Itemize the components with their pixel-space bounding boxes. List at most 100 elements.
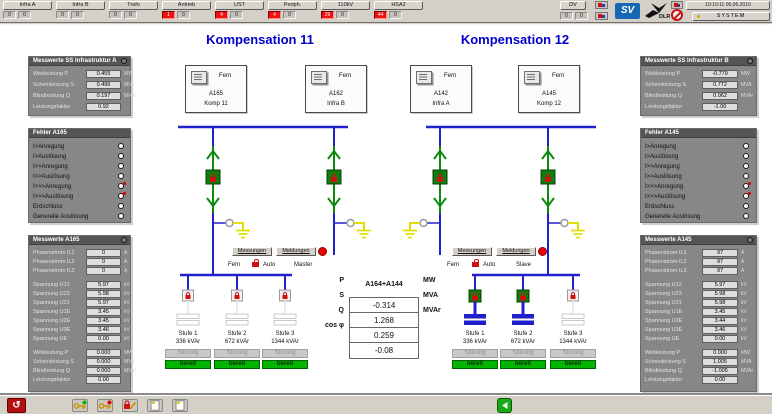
alarm-count-box: 0 <box>283 11 296 19</box>
fault-led-icon <box>118 182 126 189</box>
alarm-count-box: 44 <box>374 11 387 19</box>
plant-tab-button[interactable]: UST <box>215 1 264 10</box>
feeder-box-a162[interactable]: Fern A162 Infra B <box>305 65 367 113</box>
plant-tab-button[interactable]: Trafo <box>109 1 158 10</box>
alarm-count-box: 0 <box>177 11 190 19</box>
dv-button[interactable]: DV <box>560 1 586 10</box>
plant-tab-button[interactable]: HSA2 <box>374 1 423 10</box>
measurement-label: Spannung U12 <box>33 282 70 288</box>
fault-row: Erdschluss <box>29 203 130 213</box>
plant-tab-button[interactable]: Infra B <box>56 1 105 10</box>
fault-led-icon <box>743 192 751 199</box>
breaker-switch[interactable] <box>540 169 556 185</box>
stufe-power: 672 kVAr <box>510 339 536 345</box>
system-button[interactable]: SYSTEM <box>692 12 770 21</box>
page-back-icon[interactable] <box>497 398 512 413</box>
plant-tab-cell: Periph. 4 0 <box>268 1 319 19</box>
fault-label: I>>Auslösung <box>645 174 682 180</box>
fault-row: I>Auslösung <box>29 153 130 163</box>
measurement-unit: A <box>124 268 128 274</box>
measurement-label: Scheinleistung S <box>33 359 74 365</box>
plant-tab-button[interactable]: 110kV <box>321 1 370 10</box>
measurement-row: Phasenstrom IL3 97 A <box>641 267 756 276</box>
feeder-box-a165[interactable]: Fern A165 Komp 11 <box>185 65 247 113</box>
measurement-unit: kV <box>741 282 747 288</box>
capacitor-switch[interactable] <box>279 289 291 302</box>
bereit-indicator: bereit <box>550 360 596 369</box>
earth-disconnector[interactable] <box>225 218 234 228</box>
earth-disconnector[interactable] <box>560 218 569 228</box>
fault-led-icon <box>743 182 751 189</box>
measurement-label: Scheinleistung S <box>645 359 686 365</box>
measurement-value: 3.46 <box>702 326 738 334</box>
feeder-id: A165 <box>208 91 223 97</box>
panel-header: Messwerte SS Infrastruktur B <box>641 57 756 66</box>
measurement-label: Phasenstrom IL3 <box>33 268 75 274</box>
alarm-status-icon[interactable] <box>595 1 608 9</box>
measurement-unit: MVAr <box>741 368 754 374</box>
fault-label: Generelle Auslösung <box>33 214 89 220</box>
alarm-counters: 0 0 <box>109 11 160 19</box>
earth-disconnector[interactable] <box>419 218 428 228</box>
plant-tab-button[interactable]: Antrieb <box>162 1 211 10</box>
panel-title: Messwerte A145 <box>645 237 692 243</box>
logout-icon[interactable]: ↺ <box>7 398 26 413</box>
measurement-value: 0.455 <box>86 70 121 78</box>
earth-disconnector[interactable] <box>346 218 355 228</box>
stufe-block: Stufe 3 1344 kVAr Störung bereit <box>257 330 313 369</box>
feeder-a145 <box>540 127 585 275</box>
messungen-button-komp11[interactable]: Messungen <box>232 247 272 256</box>
sv-logo: SV <box>615 3 640 19</box>
lock-edit-icon[interactable] <box>122 399 138 412</box>
messungen-button-komp12[interactable]: Messungen <box>452 247 492 256</box>
key-red-icon[interactable] <box>97 399 113 412</box>
plant-tab-button[interactable]: Periph. <box>268 1 317 10</box>
bereit-indicator: bereit <box>262 360 308 369</box>
fault-led-icon <box>743 143 749 149</box>
measurement-unit: MVA <box>741 82 752 88</box>
measurement-unit: kV <box>124 282 130 288</box>
measurement-unit: A <box>741 250 745 256</box>
breaker-switch[interactable] <box>205 169 221 185</box>
measurement-row: Blindleistung Q 0.000 MVAr <box>29 367 136 376</box>
page-icon[interactable] <box>147 399 163 412</box>
section-title-komp11: Kompensation 11 <box>206 32 314 47</box>
fault-row: I>Anregung <box>29 143 130 153</box>
capacitor-switch[interactable] <box>231 289 243 302</box>
measurement-row: Leistungsfaktor 0.00 <box>29 376 130 385</box>
key-green-icon[interactable] <box>72 399 88 412</box>
capacitor-symbol <box>273 313 297 319</box>
capacitor-switch[interactable] <box>516 289 530 303</box>
measurement-unit: MVA <box>124 359 135 365</box>
measurement-unit: kV <box>741 336 747 342</box>
section-title-komp12: Kompensation 12 <box>460 32 570 47</box>
feeder-box-a145[interactable]: Fern A145 Komp 12 <box>518 65 580 113</box>
panel-led-icon <box>747 58 753 64</box>
breaker-switch[interactable] <box>432 169 448 185</box>
capacitor-switch[interactable] <box>567 289 579 302</box>
page-icon[interactable] <box>172 399 188 412</box>
capacitor-switch[interactable] <box>182 289 194 302</box>
meldungen-button-komp12[interactable]: Meldungen <box>496 247 536 256</box>
meldungen-button-komp11[interactable]: Meldungen <box>276 247 316 256</box>
capacitor-switch[interactable] <box>468 289 482 303</box>
measurement-label: Phasenstrom IL2 <box>33 259 75 265</box>
measurement-unit: A <box>741 268 745 274</box>
feeder-box-a142[interactable]: Fern A142 Infra A <box>410 65 472 113</box>
alarm-status-icon[interactable] <box>595 12 608 20</box>
horn-off-icon[interactable] <box>671 9 683 21</box>
fault-row: I>>Anregung <box>29 163 130 173</box>
fault-row: Erdschluss <box>641 203 756 213</box>
measurement-unit: kV <box>124 291 130 297</box>
measurement-row: Spannung U1E 3.45 kV <box>29 308 130 317</box>
panel-header: Messwerte SS Infrastruktur A <box>29 57 130 66</box>
mode-fern-label: Fern <box>228 262 241 268</box>
row-label: S <box>339 292 344 299</box>
control-mode-label: Fern <box>552 73 565 79</box>
measurement-label: Scheinleistung S <box>645 82 686 88</box>
plant-tab-button[interactable]: Infra A <box>3 1 52 10</box>
stufe-name: Stufe 3 <box>275 331 295 337</box>
alarm-status-icon[interactable] <box>671 1 683 9</box>
lock-icon <box>252 259 259 267</box>
breaker-switch[interactable] <box>326 169 342 185</box>
